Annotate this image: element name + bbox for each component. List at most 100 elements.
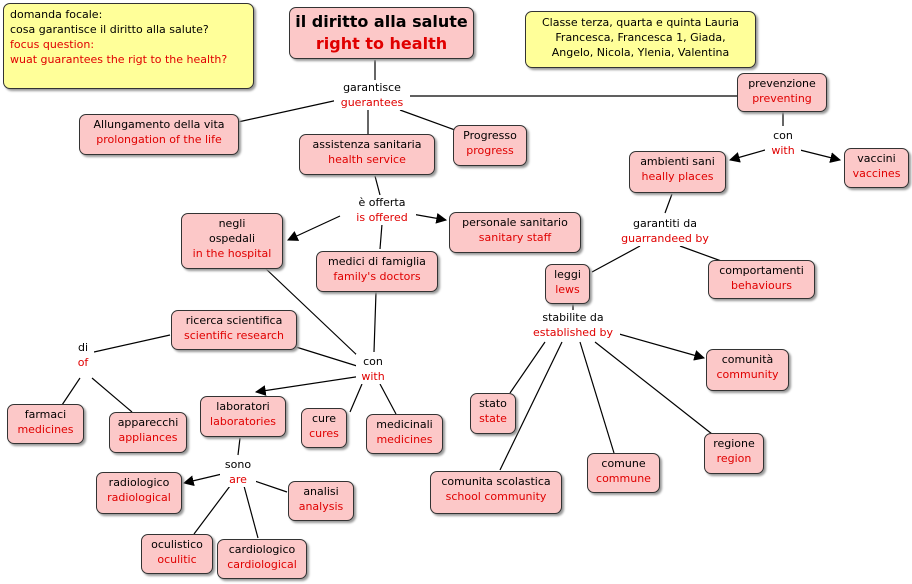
node-progresso-it: Progresso <box>463 129 517 142</box>
phrase-garantiti-en: guarrandeed by <box>621 232 709 245</box>
link-di-apparecchi <box>91 377 133 413</box>
link-con-medicinali <box>379 383 397 415</box>
node-prevenzione-it: prevenzione <box>748 77 816 90</box>
node-vaccini: vaccini vaccines <box>844 148 909 188</box>
node-comportamenti: comportamenti behaviours <box>708 260 815 299</box>
link-laboratori-sono <box>237 437 241 456</box>
node-radiologico-en: radiological <box>107 491 171 504</box>
phrase-sono-en: are <box>229 473 247 486</box>
focal-line-4: wuat guarantees the rigt to the health? <box>10 53 228 66</box>
link-sono-cardiologico <box>243 485 259 539</box>
node-regione: regione region <box>704 433 764 474</box>
link-stabilite-stato <box>509 341 546 394</box>
node-farmaci-it: farmaci <box>24 408 67 421</box>
node-ospedali: negli ospedali in the hospital <box>181 213 283 269</box>
link-garantiti-leggi <box>591 245 641 273</box>
link-garantisce-allungamento <box>237 99 339 123</box>
node-oculistico: oculistico oculitic <box>141 534 213 574</box>
node-stato-en: state <box>479 412 507 425</box>
node-ricerca-it: ricerca scientifica <box>185 314 283 327</box>
node-regione-it: regione <box>713 437 755 450</box>
phrase-offerta: è offerta is offered <box>348 195 416 225</box>
node-laboratori: laboratori laboratories <box>200 396 286 437</box>
link-garantiti-comportamenti <box>679 245 725 263</box>
node-leggi-it: leggi <box>554 268 581 281</box>
authors-line-3: Angelo, Nicola, Ylenia, Valentina <box>551 46 730 59</box>
phrase-stabilite: stabilite da established by <box>526 310 620 340</box>
focal-line-2: cosa garantisce il diritto alla salute? <box>10 23 209 36</box>
phrase-garantisce-it: garantisce <box>343 81 401 94</box>
link-sono-oculistico <box>193 485 231 535</box>
node-progresso-en: progress <box>466 144 514 157</box>
node-stato-it: stato <box>479 397 507 410</box>
node-analisi-en: analysis <box>298 500 344 513</box>
link-con-laboratori <box>254 375 363 396</box>
phrase-con-medici: con with <box>356 354 390 384</box>
link-offerta-medici <box>379 223 383 250</box>
link-ambienti-garantiti <box>664 193 673 214</box>
node-assistenza-it: assistenza sanitaria <box>312 138 422 151</box>
link-sono-radiologico <box>182 473 223 487</box>
title-node: il diritto alla salute right to health <box>289 7 474 59</box>
node-medicinali-it: medicinali <box>376 418 433 431</box>
node-laboratori-it: laboratori <box>216 400 270 413</box>
node-cardiologico-en: cardiological <box>227 558 297 571</box>
node-comunita: comunità community <box>706 349 789 391</box>
node-comune-en: commune <box>596 472 651 485</box>
phrase-garantisce-en: guerantees <box>340 96 404 109</box>
node-ospedali-it2: ospedali <box>208 232 256 245</box>
focal-line-1: domanda focale: <box>10 8 103 21</box>
phrase-stabilite-it: stabilite da <box>542 311 604 324</box>
link-ricerca-di <box>93 334 171 353</box>
node-personale-en: sanitary staff <box>478 231 552 244</box>
node-medicinali: medicinali medicines <box>366 414 443 454</box>
link-offerta-personale <box>411 212 448 224</box>
phrase-con2-it: con <box>363 355 383 368</box>
node-allungamento-it: Allungamento della vita <box>93 118 225 131</box>
node-comune: comune commune <box>587 453 660 493</box>
link-con-vaccini <box>799 149 842 163</box>
link-ospedali-con <box>264 267 361 359</box>
node-radiologico: radiologico radiological <box>96 472 182 514</box>
authors-line-1: Classe terza, quarta e quinta Lauria <box>541 16 740 29</box>
phrase-sono-it: sono <box>224 458 252 471</box>
node-medicinali-en: medicines <box>376 433 433 446</box>
node-leggi-en: lews <box>555 283 580 296</box>
node-farmaci-en: medicines <box>17 423 74 436</box>
node-cardiologico-it: cardiologico <box>228 543 296 556</box>
link-offerta-ospedali <box>287 215 341 241</box>
node-assistenza: assistenza sanitaria health service <box>299 134 435 175</box>
node-ambienti-it: ambienti sani <box>640 155 715 168</box>
node-comune-it: comune <box>601 457 646 470</box>
focus-question-note: domanda focale: cosa garantisce il dirit… <box>3 3 254 89</box>
node-oculistico-en: oculitic <box>157 553 197 566</box>
link-stabilite-comunita <box>611 331 706 361</box>
node-analisi-it: analisi <box>303 485 339 498</box>
link-stabilite-scolastica <box>499 341 563 471</box>
link-con-ambienti <box>728 149 766 163</box>
node-personale: personale sanitario sanitary staff <box>449 212 581 253</box>
node-cure-en: cures <box>309 427 339 440</box>
node-stato: stato state <box>470 393 516 434</box>
node-regione-en: region <box>716 452 752 465</box>
link-ricerca-con <box>295 346 358 367</box>
node-scolastica-it: comunita scolastica <box>441 475 551 488</box>
node-cure-it: cure <box>311 412 337 425</box>
node-leggi: leggi lews <box>545 264 590 304</box>
link-stabilite-regione <box>594 341 713 435</box>
phrase-con1-en: with <box>771 144 795 157</box>
node-apparecchi-it: apparecchi <box>117 416 179 429</box>
node-farmaci: farmaci medicines <box>7 404 84 444</box>
node-medici-en: family's doctors <box>333 270 421 283</box>
node-allungamento: Allungamento della vita prolongation of … <box>79 114 239 155</box>
node-apparecchi: apparecchi appliances <box>109 412 187 453</box>
phrase-offerta-it: è offerta <box>358 196 406 209</box>
node-radiologico-it: radiologico <box>108 476 170 489</box>
authors-note: Classe terza, quarta e quinta Lauria Fra… <box>525 11 756 68</box>
link-medici-con <box>373 291 377 353</box>
link-stabilite-comune <box>579 341 615 454</box>
node-comportamenti-en: behaviours <box>731 279 792 292</box>
node-ambienti-en: heally places <box>641 170 714 183</box>
phrase-di-it: di <box>77 341 89 354</box>
